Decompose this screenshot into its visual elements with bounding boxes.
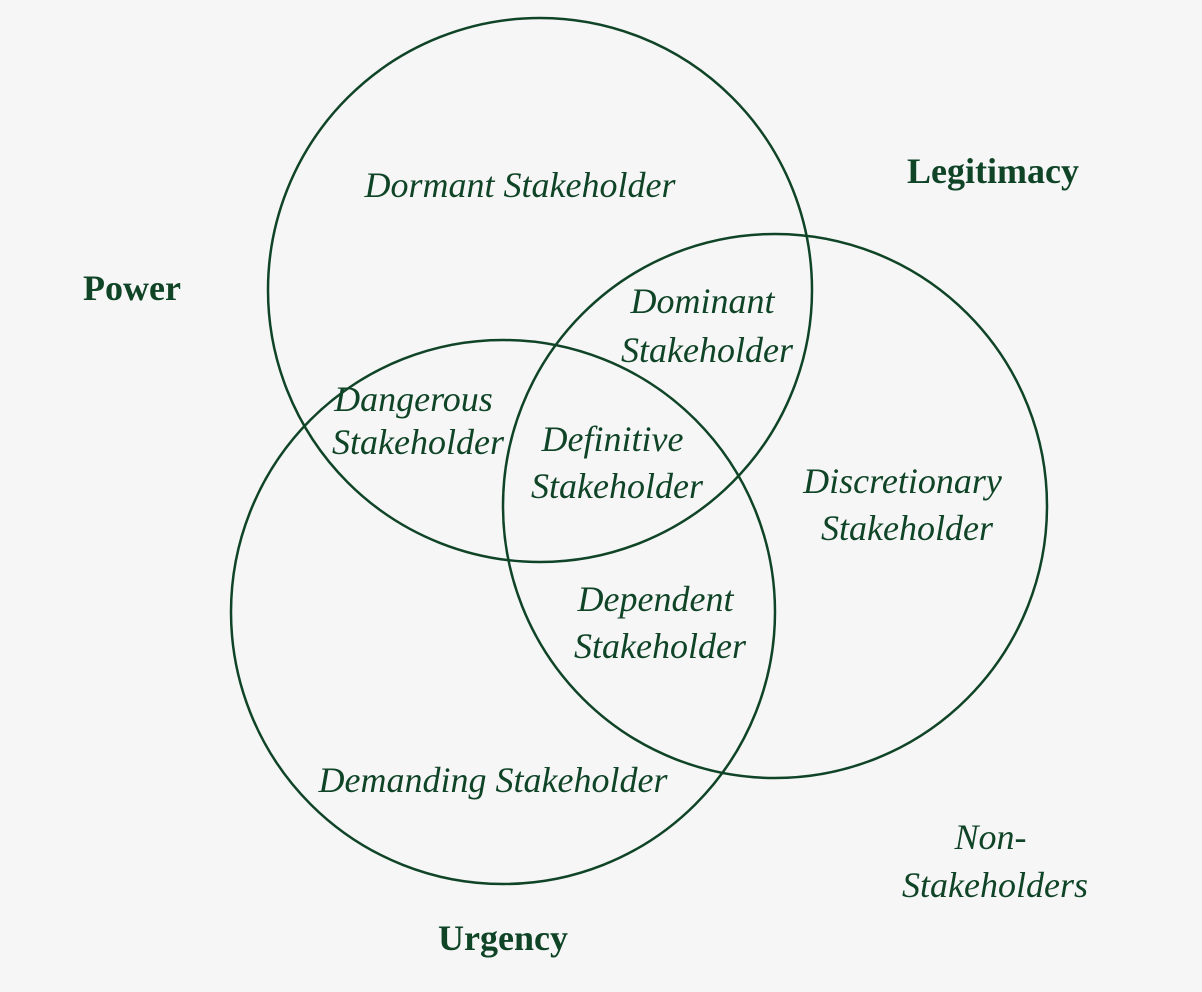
dominant-stakeholder-label: Dominant Stakeholder [621,281,794,370]
non-stakeholders-label: Non- Stakeholders [902,817,1088,905]
dangerous-stakeholder-label: Dangerous Stakeholder [332,379,505,462]
legitimacy-circle [501,232,1049,780]
urgency-label: Urgency [438,918,568,958]
dormant-stakeholder-label: Dormant Stakeholder [364,165,677,205]
discretionary-stakeholder-label: Discretionary Stakeholder [802,461,1011,548]
legitimacy-label: Legitimacy [907,151,1079,191]
demanding-stakeholder-label: Demanding Stakeholder [318,760,669,800]
dependent-stakeholder-label: Dependent Stakeholder [574,579,747,666]
power-label: Power [83,268,181,308]
power-circle [266,16,814,564]
urgency-circle [229,338,777,886]
definitive-stakeholder-label: Definitive Stakeholder [531,419,704,506]
